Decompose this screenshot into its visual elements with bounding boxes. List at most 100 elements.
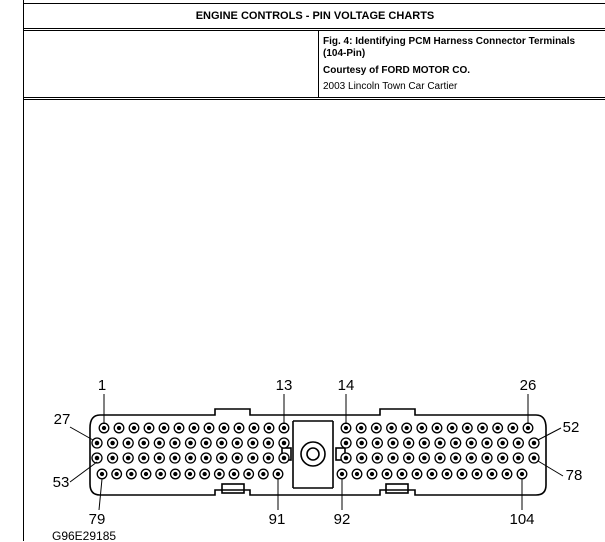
vehicle-model: 2003 Lincoln Town Car Cartier [323,81,458,92]
pin-row4-left-1-contact [99,471,105,477]
pin-row1-left-9-contact [221,425,227,431]
connector-housing [89,408,547,496]
pin-row3-right-7-contact [437,455,443,461]
figure-credit: Courtesy of FORD MOTOR CO. [323,65,471,76]
pin-row3-right-2-contact [359,455,364,461]
pin-label-1: 1 [98,377,106,394]
pin-row2-left-5-contact [157,440,162,446]
pin-row2-right-5-contact [406,440,411,446]
pin-row2-right-1-contact [343,440,349,446]
pin-row2-right-7-contact [437,440,443,446]
pin-row4-right-4-contact [384,471,390,477]
pin-row1-left-11-contact [251,425,257,431]
pin-row4-left-12-contact [261,471,266,477]
figure-subtitle: (104-Pin) [323,48,366,59]
pin-row1-right-10-contact [480,425,485,431]
center-bolt-inner [306,447,320,461]
caption-row: Fig. 4: Identifying PCM Harness Connecto… [24,30,605,98]
pin-row3-left-3-contact [125,455,131,461]
pin-row3-left-7-contact [188,455,193,461]
pin-row3-left-6-contact [172,455,178,461]
pin-row3-right-9-contact [469,455,474,461]
pin-row1-left-10-contact [236,425,242,431]
pin-row2-right-12-contact [516,440,521,446]
pin-row3-left-10-contact [235,455,240,461]
pin-row2-left-3-contact [125,440,131,446]
pin-row2-right-10-contact [484,440,490,446]
pin-row3-right-8-contact [453,455,458,461]
leader-lines [69,394,564,511]
pin-row1-right-9-contact [465,425,470,431]
figure-title: Fig. 4: Identifying PCM Harness Connecto… [323,36,576,47]
caption-cell: Fig. 4: Identifying PCM Harness Connecto… [318,31,605,97]
pin-row2-right-2-contact [359,440,364,446]
page-header-title: ENGINE CONTROLS - PIN VOLTAGE CHARTS [24,3,605,29]
pin-label-26: 26 [520,377,537,394]
pin-row1-right-12-contact [510,425,515,431]
pin-row4-right-9-contact [459,471,465,477]
pin-row3-left-12-contact [266,455,271,461]
pin-row1-right-1-contact [343,425,349,431]
pin-row2-left-13-contact [281,440,287,446]
pin-row1-right-11-contact [495,425,500,431]
pin-row2-right-6-contact [422,440,427,446]
pin-row3-right-12-contact [516,455,521,461]
pin-row4-right-6-contact [414,471,420,477]
pin-row3-right-4-contact [390,455,396,461]
pin-label-92: 92 [334,511,351,528]
pin-label-27: 27 [54,411,71,428]
pin-array [91,422,540,480]
pin-row1-right-4-contact [389,425,394,431]
pin-row1-left-3-contact [131,425,137,431]
pin-row1-left-12-contact [266,425,272,431]
pin-row3-right-6-contact [422,455,427,461]
pin-row2-right-13-contact [531,440,537,446]
pin-row4-right-12-contact [504,471,510,477]
pin-row2-left-2-contact [110,440,115,446]
pin-row4-left-2-contact [114,471,119,477]
pin-row4-right-11-contact [489,471,495,477]
pin-row1-right-8-contact [450,425,455,431]
pin-row1-right-5-contact [404,425,409,431]
pin-row3-left-13-contact [281,455,287,461]
pin-label-79: 79 [89,511,106,528]
pin-label-52: 52 [563,419,580,436]
pin-row3-left-9-contact [219,455,224,461]
leader-79 [98,478,103,511]
leader-52 [537,427,562,441]
pin-row3-left-5-contact [157,455,162,461]
pin-row3-right-1-contact [343,455,349,461]
leader-53 [69,461,98,483]
pin-row2-left-6-contact [172,440,178,446]
pin-row4-left-5-contact [158,471,163,477]
pin-row1-left-1-contact [101,425,107,431]
pin-row4-left-4-contact [143,471,149,477]
document-frame: ENGINE CONTROLS - PIN VOLTAGE CHARTS Fig… [23,0,605,541]
center-bolt-outer [300,441,326,467]
pin-label-78: 78 [566,467,583,484]
pin-row4-right-10-contact [474,471,480,477]
pin-row4-right-13-contact [519,471,525,477]
pin-row2-left-7-contact [188,440,193,446]
pin-row4-right-8-contact [444,471,450,477]
pin-row2-right-9-contact [469,440,474,446]
pin-row1-right-7-contact [434,425,440,431]
pin-row1-right-6-contact [419,425,424,431]
pin-row1-left-4-contact [146,425,152,431]
pin-row2-left-9-contact [219,440,224,446]
pin-row2-right-11-contact [500,440,505,446]
pin-row4-left-7-contact [187,471,193,477]
pin-row3-left-8-contact [203,455,209,461]
pin-row4-right-7-contact [429,471,435,477]
pin-row3-right-3-contact [375,455,380,461]
pin-row2-right-3-contact [375,440,380,446]
pin-row2-right-8-contact [453,440,458,446]
bottom-latch-left [221,483,245,494]
pin-row4-right-2-contact [354,471,360,477]
pin-row1-left-7-contact [191,425,197,431]
pin-row3-right-11-contact [500,455,505,461]
pin-label-14: 14 [338,377,355,394]
pin-row1-left-2-contact [116,425,122,431]
pin-row2-left-8-contact [203,440,209,446]
